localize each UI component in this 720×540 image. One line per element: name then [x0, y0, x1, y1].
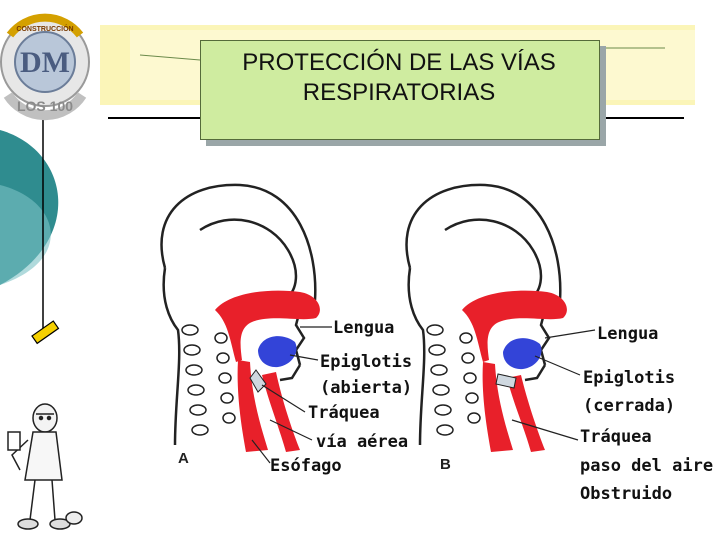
label-a-lengua: Lengua [333, 318, 394, 338]
label-b-obstruido: Obstruido [580, 484, 672, 504]
label-a-via-aerea: vía aérea [316, 432, 408, 452]
label-a-esofago: Esófago [270, 456, 342, 476]
label-a-traquea: Tráquea [308, 403, 380, 423]
spine-b [427, 325, 480, 435]
diagram-a-letter: A [178, 450, 189, 467]
label-b-traquea: Tráquea [580, 427, 652, 447]
label-b-epiglotis: Epiglotis [583, 368, 675, 388]
label-a-epiglotis: Epiglotis [320, 352, 412, 372]
diagram-b-letter: B [440, 456, 451, 473]
airway-b [462, 291, 567, 452]
label-b-paso-del-aire: paso del aire [580, 456, 713, 476]
epiglottis-b [503, 338, 541, 369]
label-a-abierta: (abierta) [320, 378, 412, 398]
epiglottis-a [258, 336, 296, 367]
epiglottis-b-flap [496, 374, 516, 388]
spine-a [182, 325, 235, 435]
airway-a [215, 291, 320, 452]
label-b-cerrada: (cerrada) [583, 396, 675, 416]
label-b-lengua: Lengua [597, 324, 658, 344]
